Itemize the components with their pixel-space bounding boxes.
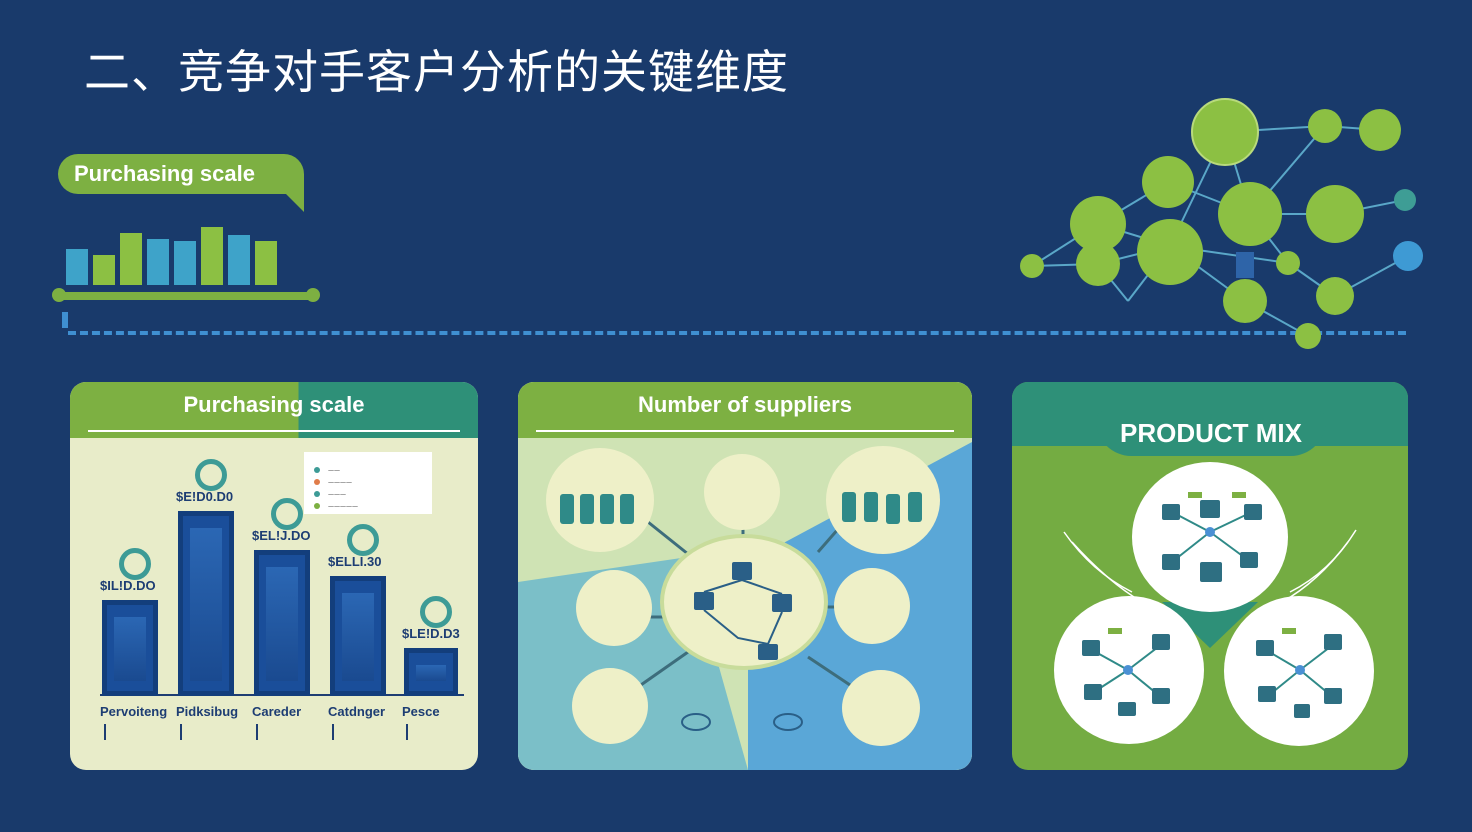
product-mix-icons	[1082, 492, 1342, 718]
legend: —— ———— ——— —————	[304, 452, 432, 514]
bar	[102, 600, 158, 696]
down-arrow-icon	[180, 724, 182, 740]
bar-value-label: $E!D0.D0	[176, 489, 234, 504]
ring-marker-icon	[271, 498, 303, 530]
card-title: Number of suppliers	[638, 392, 852, 417]
header-rule	[88, 430, 460, 432]
card-title: Purchasing scale	[183, 392, 365, 417]
bar	[330, 576, 386, 696]
supplier-note-top	[704, 454, 780, 530]
dashed-divider	[68, 331, 1406, 335]
bar-category-label: Pidksibug	[176, 704, 239, 719]
connector-tick	[62, 312, 68, 328]
supplier-note-bottom-right	[842, 670, 920, 746]
down-arrow-icon	[406, 724, 408, 740]
bar-value-label: $LE!D.D3	[402, 626, 460, 641]
bar-value-label: $ELLI.30	[328, 554, 382, 569]
network-graph	[1020, 98, 1423, 349]
bar-category-label: Catdnger	[328, 704, 386, 719]
supplier-icons	[560, 492, 922, 731]
down-arrow-icon	[104, 724, 106, 740]
supplier-hub	[660, 534, 828, 670]
bar-category-label: Pervoiteng	[100, 704, 168, 719]
down-arrow-icon	[256, 724, 258, 740]
card-header: Purchasing scale	[70, 382, 478, 438]
ring-marker-icon	[420, 596, 452, 628]
card-title: PRODUCT MIX	[1096, 410, 1326, 456]
header-rule	[536, 430, 954, 432]
page-title: 二、竞争对手客户分析的关键维度	[84, 45, 789, 99]
supplier-note-bottom-left	[572, 668, 648, 744]
ring-marker-icon	[347, 524, 379, 556]
bar-category-label: Careder	[252, 704, 302, 719]
bar	[178, 511, 234, 696]
purchasing-scale-tag: Purchasing scale	[58, 154, 304, 212]
bar-value-label: $IL!D.DO	[100, 578, 156, 593]
ring-marker-icon	[119, 548, 151, 580]
ring-marker-icon	[195, 459, 227, 491]
down-arrow-icon	[332, 724, 334, 740]
product-mix-card: PRODUCT MIX	[1012, 382, 1408, 770]
bar-category-label: Pesce	[402, 704, 440, 719]
number-of-suppliers-card: Number of suppliers	[518, 382, 972, 770]
bar	[404, 648, 458, 696]
supplier-note-left	[576, 570, 652, 646]
card-header: Number of suppliers	[518, 382, 972, 438]
bar-value-label: $EL!J.DO	[252, 528, 311, 543]
mini-chart-baseline	[52, 288, 320, 302]
bar	[254, 550, 310, 696]
purchasing-scale-card: Purchasing scale —— ———— ——— ————— $IL!D…	[70, 382, 478, 770]
supplier-note-right	[834, 568, 910, 644]
network-nodes	[1020, 98, 1423, 349]
mini-bar-chart	[66, 205, 286, 285]
